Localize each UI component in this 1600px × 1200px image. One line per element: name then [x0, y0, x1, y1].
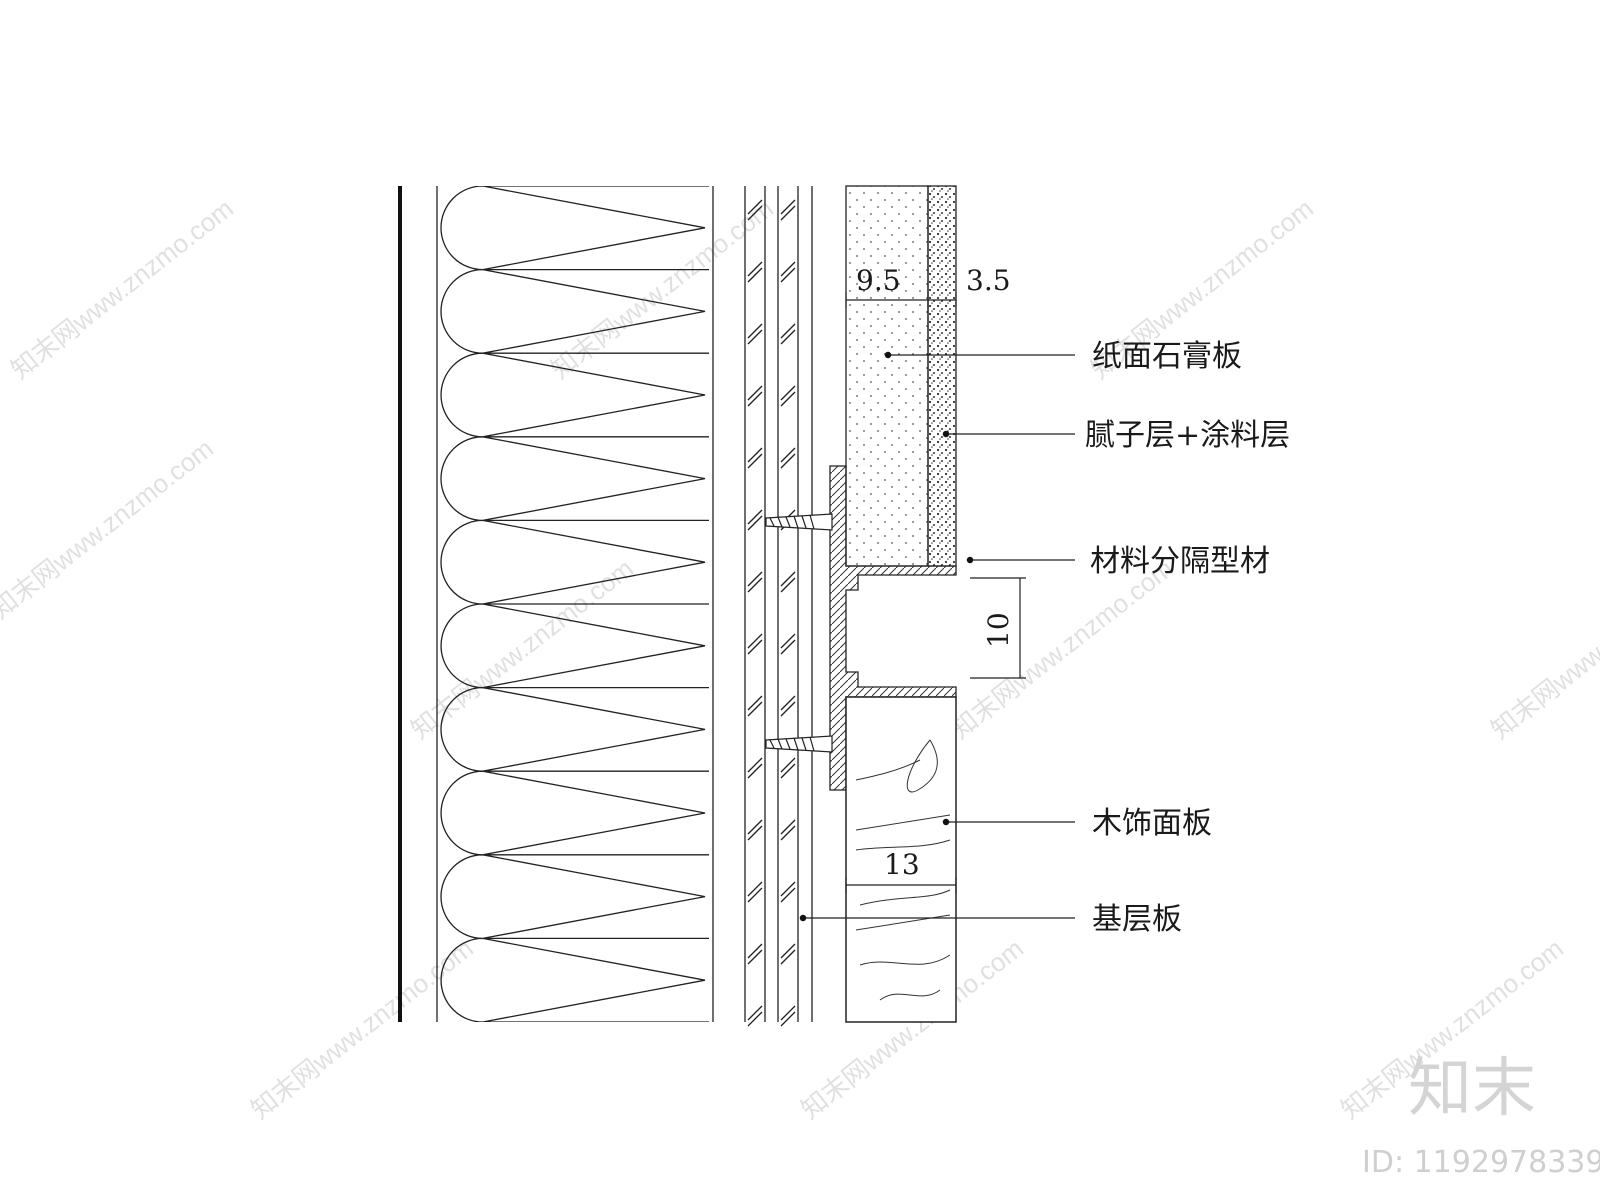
base-board-hatch: [780, 695, 796, 711]
base-board-hatch: [747, 323, 763, 339]
base-board-hatch: [747, 199, 763, 215]
base-board-hatch: [747, 385, 763, 401]
base-board-hatch: [780, 949, 796, 965]
base-board-hatch: [747, 887, 763, 903]
base-board-hatch: [747, 881, 763, 897]
image-id-text: ID: 1192978339: [1362, 1145, 1600, 1180]
base-board-hatch: [747, 267, 763, 283]
base-board-hatch: [780, 323, 796, 339]
screw-lower: [765, 735, 833, 753]
base-board-hatch: [747, 571, 763, 587]
base-board-hatch: [747, 763, 763, 779]
brand-logo-text: 知末: [1408, 1052, 1536, 1126]
base-board-hatch: [780, 825, 796, 841]
base-board-hatch: [780, 819, 796, 835]
base-board-hatch: [780, 447, 796, 463]
label-gypsum-board: 纸面石膏板: [1092, 339, 1242, 374]
dimension-lines: [845, 292, 1026, 893]
watermark-text: 知末网www.znzmo.com: [245, 933, 479, 1125]
base-board-hatch: [747, 819, 763, 835]
base-board-hatch: [780, 391, 796, 407]
insulation-pattern: [440, 186, 709, 1022]
base-board-hatch: [780, 267, 796, 283]
base-board-hatch: [780, 943, 796, 959]
dim-wood-thickness: 13: [884, 848, 920, 881]
label-divider-profile: 材料分隔型材: [1090, 544, 1270, 579]
gypsum-board: [845, 185, 929, 567]
base-board-hatch: [780, 633, 796, 649]
base-board-hatch: [747, 943, 763, 959]
base-board-hatch: [747, 757, 763, 773]
base-board-hatch: [747, 447, 763, 463]
label-putty-coating: 腻子层+涂料层: [1085, 418, 1290, 453]
base-board-layers: [744, 186, 813, 1027]
wood-veneer-panel: [845, 696, 957, 1023]
base-board-hatch: [780, 329, 796, 345]
base-board-hatch: [780, 577, 796, 593]
base-board-hatch: [747, 633, 763, 649]
watermark-text: 知末网www.znzmo.com: [1485, 553, 1600, 745]
base-board-hatch: [747, 1011, 763, 1027]
leader-lines: [799, 351, 1075, 922]
base-board-hatch: [747, 1005, 763, 1021]
base-board-hatch: [747, 329, 763, 345]
base-board-hatch: [747, 949, 763, 965]
base-board-hatch: [747, 205, 763, 221]
base-board-hatch: [780, 1011, 796, 1027]
base-board-hatch: [780, 881, 796, 897]
base-board-hatch: [747, 825, 763, 841]
watermark-text: 知末网www.znzmo.com: [945, 553, 1179, 745]
dim-gypsum-thickness: 9.5: [856, 264, 901, 297]
base-board-hatch: [780, 205, 796, 221]
insulation-layer: [436, 186, 714, 1022]
base-board-hatch: [747, 701, 763, 717]
base-board-hatch: [747, 515, 763, 531]
base-board-hatch: [780, 571, 796, 587]
label-wood-veneer: 木饰面板: [1092, 806, 1212, 841]
watermark-text: 知末网www.znzmo.com: [545, 193, 779, 385]
screw-upper: [765, 513, 833, 531]
watermark-text: 知末网www.znzmo.com: [0, 433, 219, 625]
base-board-hatch: [747, 577, 763, 593]
base-board-hatch: [747, 509, 763, 525]
base-board-hatch: [747, 261, 763, 277]
base-board-hatch: [780, 199, 796, 215]
base-board-hatch: [780, 453, 796, 469]
base-board-hatch: [747, 391, 763, 407]
watermark-text: 知末网www.znzmo.com: [5, 193, 239, 385]
base-board-hatch: [780, 385, 796, 401]
dim-putty-thickness: 3.5: [966, 264, 1011, 297]
base-board-hatch: [780, 261, 796, 277]
base-board-hatch: [747, 695, 763, 711]
dim-gap: 10: [982, 612, 1015, 648]
base-board-hatch: [780, 1005, 796, 1021]
base-board-hatch: [747, 639, 763, 655]
base-board-hatch: [780, 757, 796, 773]
base-board-hatch: [780, 701, 796, 717]
base-board-hatch: [780, 639, 796, 655]
base-board-hatch: [747, 453, 763, 469]
base-board-hatch: [780, 887, 796, 903]
watermark-layer: 知末网www.znzmo.com 知末网www.znzmo.com 知末网www…: [0, 193, 1600, 1125]
label-base-board: 基层板: [1092, 902, 1182, 937]
putty-coating-layer: [927, 185, 957, 567]
base-board-hatch: [780, 763, 796, 779]
